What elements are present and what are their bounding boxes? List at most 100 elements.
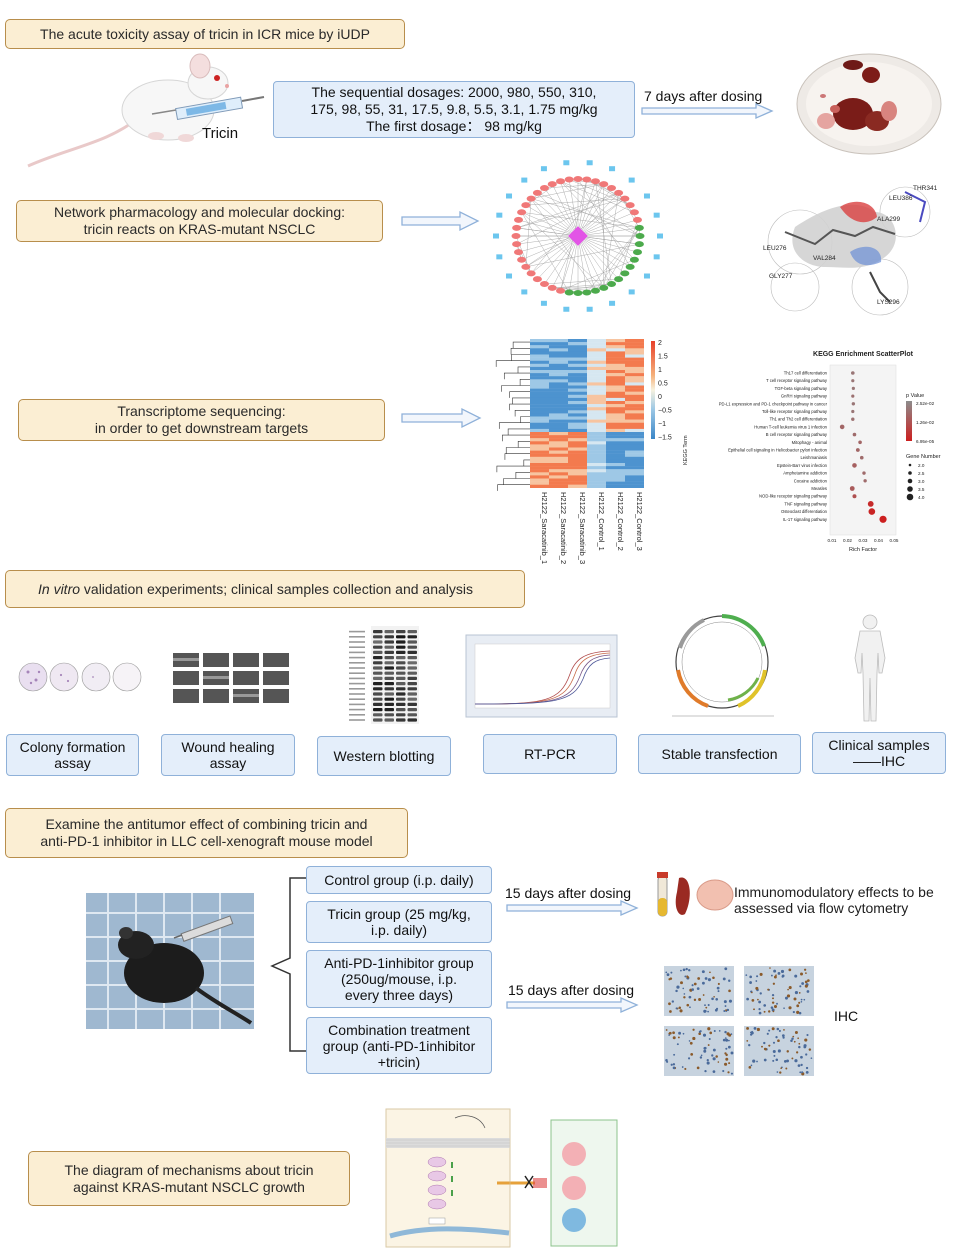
transcriptome-line-2: in order to get downstream targets — [94, 420, 309, 436]
network-node — [620, 270, 630, 277]
wound-healing-label-box: Wound healing assay — [161, 734, 295, 776]
kegg-point — [862, 471, 866, 475]
kegg-term-label: Th1 and Th2 cell differentiation — [770, 417, 828, 422]
kegg-gene-size-dot — [908, 471, 912, 475]
network-node — [514, 216, 524, 223]
network-node — [582, 176, 592, 183]
network-target-node — [521, 289, 528, 295]
kegg-term-label: IL-17 signaling pathway — [783, 517, 828, 522]
network-target-node — [653, 254, 660, 260]
kegg-term-label: T cell receptor signaling pathway — [766, 378, 828, 383]
rt-pcr-curve-image — [465, 634, 618, 718]
network-target-node — [643, 273, 650, 279]
arrow-transcriptome — [401, 407, 482, 429]
network-node — [517, 209, 527, 216]
combination-line-1: Combination treatment — [328, 1021, 470, 1038]
network-target-node — [540, 300, 547, 306]
antitumor-line-2: anti-PD-1 inhibitor in LLC cell-xenograf… — [40, 833, 373, 849]
network-node — [590, 178, 600, 185]
kegg-point — [851, 371, 855, 375]
wound-healing-line-1: Wound healing — [181, 739, 275, 755]
heatmap-scale-tick: 1.5 — [658, 354, 668, 361]
kegg-gene-size-dot — [907, 478, 913, 484]
network-node — [632, 249, 642, 256]
pvalue-gradient — [906, 401, 912, 441]
antitumor-line-1: Examine the antitumor effect of combinin… — [45, 816, 368, 832]
white-mouse-illustration — [27, 53, 265, 168]
kegg-point — [852, 463, 857, 468]
kegg-gene-tick: 2.0 — [918, 463, 925, 468]
residue-gly277: GLY277 — [769, 273, 793, 280]
rt-pcr-label: RT-PCR — [524, 746, 576, 762]
network-node — [547, 284, 557, 291]
dosage-line-1: The sequential dosages: 2000, 980, 550, … — [311, 84, 597, 100]
heatmap-column-label: H2122_Control_2 — [616, 492, 625, 551]
network-node — [521, 263, 531, 270]
kegg-pvalue-tick: 2.52e-02 — [916, 401, 935, 406]
kegg-scatter-plot: KEGG Enrichment ScatterPlot Th17 cell di… — [683, 351, 941, 553]
colony-formation-label-box: Colony formation assay — [6, 734, 139, 776]
kegg-point — [851, 417, 855, 421]
transcriptome-box: Transcriptome sequencing: in order to ge… — [18, 399, 385, 441]
ihc-label: IHC — [834, 1008, 859, 1024]
network-node — [629, 256, 639, 263]
network-target-node — [563, 306, 570, 312]
dosage-line-3: The first dosage： 98 mg/kg — [366, 118, 542, 134]
network-target-node — [540, 166, 547, 172]
western-blotting-label: Western blotting — [333, 748, 435, 764]
heatmap-color-scale — [651, 341, 655, 439]
kegg-point — [867, 501, 874, 507]
flow-cytometry-line-2: assessed via flow cytometry — [734, 900, 909, 916]
network-target-node — [657, 233, 663, 239]
kegg-gene-tick: 2.5 — [918, 471, 925, 476]
kegg-term-label: Mitophagy - animal — [792, 440, 827, 445]
combination-group-box: Combination treatment group (anti-PD-1in… — [306, 1017, 492, 1074]
tricin-label: Tricin — [202, 125, 239, 142]
network-node — [547, 181, 557, 188]
heatmap-scale-tick: 0.5 — [658, 381, 668, 388]
network-node — [625, 202, 635, 209]
network-node — [629, 209, 639, 216]
residue-leu276: LEU276 — [763, 245, 787, 252]
ihc-staining-images — [664, 966, 814, 1076]
syringe-icon — [151, 96, 265, 121]
network-target-node — [563, 160, 570, 166]
kegg-xtick: 0.02 — [843, 538, 852, 543]
fifteen-days-label-2: 15 days after dosing — [508, 982, 635, 998]
mechanism-line-1: The diagram of mechanisms about tricin — [64, 1161, 314, 1178]
antitumor-title-box: Examine the antitumor effect of combinin… — [5, 808, 408, 858]
kegg-term-label: TGF-beta signaling pathway — [775, 386, 828, 391]
stable-transfection-label-box: Stable transfection — [638, 734, 801, 774]
network-node — [625, 263, 635, 270]
kegg-term-label: GnRH signaling pathway — [781, 394, 828, 399]
kegg-gene-tick: 4.0 — [918, 495, 925, 500]
network-node — [517, 256, 527, 263]
network-node — [632, 216, 642, 223]
kegg-point — [849, 486, 855, 491]
arrow-15-days-2 — [506, 997, 639, 1013]
kegg-term-label: Measles — [811, 486, 827, 491]
black-mouse-photo — [86, 893, 254, 1029]
heatmap-scale-tick: 0 — [658, 394, 662, 401]
mechanism-diagram — [385, 1108, 618, 1248]
kegg-pvalue-title: p Value — [906, 393, 924, 399]
network-target-node — [653, 212, 660, 218]
flow-cytometry-text: Immunomodulatory effects to be assessed … — [734, 884, 934, 916]
western-blotting-label-box: Western blotting — [317, 736, 451, 776]
kegg-point — [863, 479, 867, 483]
kegg-point — [839, 424, 845, 430]
in-vitro-italic: In vitro — [38, 580, 81, 597]
kegg-xtick: 0.04 — [874, 538, 883, 543]
network-node — [590, 287, 600, 294]
kegg-term-label: Osteoclast differentiation — [781, 509, 828, 514]
transcriptome-line-1: Transcriptome sequencing: — [117, 403, 286, 419]
network-node — [556, 178, 566, 185]
network-node — [599, 284, 609, 291]
clinical-samples-line-2: ——IHC — [852, 753, 906, 769]
heatmap-scale-tick: −0.5 — [658, 408, 672, 415]
network-node — [582, 289, 592, 296]
anti-pd1-line-1: Anti-PD-1inhibitor group — [324, 955, 474, 971]
syringe-icon — [173, 915, 234, 942]
combination-line-3: +tricin) — [377, 1053, 421, 1070]
heatmap-column-label: H2122_Saracatinib_1 — [540, 492, 549, 564]
